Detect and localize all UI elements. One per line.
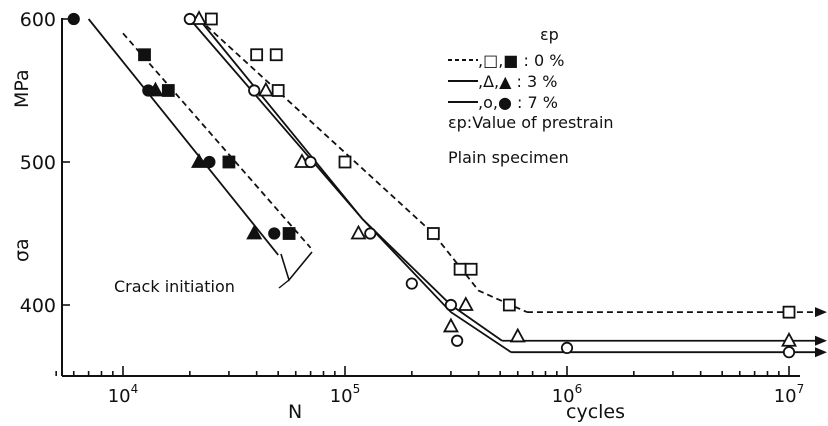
square-open-marker (782, 305, 796, 319)
x-tick-label: 107 (774, 382, 805, 407)
square-open-marker (271, 84, 285, 97)
y-tick-label: 400 (20, 295, 56, 317)
y-tick-label: 500 (20, 152, 56, 174)
x-unit-label: cycles (566, 401, 625, 423)
specimen-label: Plain specimen (448, 148, 569, 167)
triangle-open-marker (457, 296, 474, 311)
x-symbol-label: N (288, 401, 302, 423)
ticks: 400 500 600 104 105 106 107 (20, 9, 805, 407)
circle-open-marker (560, 341, 574, 354)
square-filled-marker (138, 48, 151, 62)
circle-open-marker (364, 227, 377, 240)
annotation-label: Crack initiation (114, 277, 235, 296)
triangle-open-marker (442, 317, 459, 333)
x-tick-label: 105 (330, 382, 361, 407)
square-open-marker (269, 48, 283, 62)
square-open-marker (250, 48, 264, 62)
circle-filled-marker (142, 84, 155, 97)
legend-entry-2: ,o,● : 7 % (478, 93, 558, 112)
fit-curve (189, 18, 512, 353)
triangle-open-marker (350, 224, 367, 240)
circle-open-marker (782, 346, 796, 359)
triangle-open-marker (780, 331, 798, 347)
axes (61, 18, 800, 377)
square-filled-marker (222, 155, 236, 169)
legend-entry-1: ,Δ,▲ : 3 % (478, 72, 557, 91)
legend: εp ,□,■ : 0 % ,Δ,▲ : 3 % ,o,● : 7 % εp:V… (448, 25, 614, 167)
circle-open-marker (248, 84, 261, 97)
x-tick-label: 104 (108, 382, 139, 407)
circle-open-marker (304, 155, 317, 169)
circle-open-marker (183, 12, 196, 26)
triangle-open-marker (509, 327, 526, 343)
fit-curves (87, 18, 528, 353)
y-tick-label: 600 (20, 9, 56, 31)
square-open-marker (204, 12, 218, 26)
runout-arrowhead (815, 307, 827, 318)
square-open-marker (464, 262, 478, 276)
circle-open-marker (451, 334, 464, 347)
square-filled-marker (282, 227, 296, 240)
annotation-leader (278, 279, 290, 289)
legend-entry-0: ,□,■ : 0 % (478, 51, 564, 70)
fit-curve (122, 32, 312, 249)
annotation-bracket (280, 251, 313, 282)
triangle-filled-marker (191, 153, 208, 168)
runout-arrowhead (815, 335, 827, 346)
crack-initiation-annotation: Crack initiation (114, 251, 313, 296)
y-unit-label: MPa (11, 69, 33, 108)
triangle-filled-marker (246, 224, 263, 240)
square-open-marker (338, 155, 352, 169)
x-tick-label: 106 (552, 382, 583, 407)
circle-filled-marker (268, 227, 281, 240)
runout-arrows (502, 307, 827, 358)
square-open-marker (426, 227, 440, 240)
fit-curve (87, 18, 279, 256)
runout-arrowhead (815, 347, 827, 358)
y-symbol-label: σa (11, 238, 33, 262)
triangle-open-marker (257, 81, 274, 97)
circle-open-marker (444, 298, 458, 312)
fit-curve (198, 18, 528, 313)
circle-filled-marker (203, 155, 216, 169)
legend-title: εp (540, 25, 559, 44)
square-open-marker (502, 298, 516, 312)
circle-filled-marker (67, 12, 80, 26)
fit-curve (198, 18, 503, 342)
circle-open-marker (405, 277, 418, 290)
square-filled-marker (161, 84, 175, 97)
data-points (67, 10, 798, 359)
legend-note: εp:Value of prestrain (448, 113, 614, 132)
square-open-marker (453, 262, 467, 276)
